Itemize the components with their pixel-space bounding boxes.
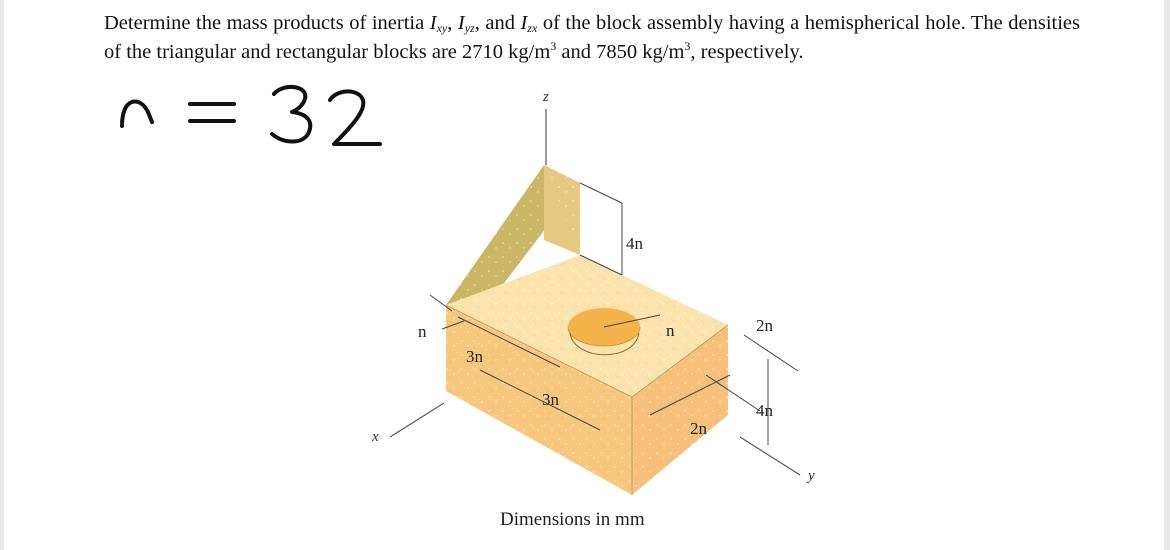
dim-2n-lower: 2n: [690, 419, 707, 438]
dim-4n-right: 4n: [756, 401, 773, 420]
y-axis-line: [739, 436, 801, 476]
x-axis-line: [389, 402, 445, 438]
dim-2n-right: 2n: [756, 316, 773, 335]
block-assembly-drawing: [389, 109, 801, 495]
viewer-right-edge: [1164, 0, 1170, 550]
dim-n-left: n: [418, 322, 427, 341]
y-axis-label: y: [808, 468, 815, 484]
figure-caption: Dimensions in mm: [500, 509, 645, 530]
dim-4n-top: 4n: [626, 234, 643, 253]
viewer-left-edge: [0, 0, 4, 550]
dim-n-hole: n: [666, 321, 675, 340]
problem-statement: Determine the mass products of inertia I…: [104, 12, 1080, 63]
handwritten-note: [120, 85, 382, 146]
dim-3n-lower: 3n: [542, 390, 559, 409]
x-axis-label: x: [372, 429, 379, 445]
dim-3n-upper: 3n: [466, 347, 483, 366]
block-assembly-figure: z x y 4n n 3n n 2n 3n 4n 2n: [360, 85, 820, 540]
z-axis-label: z: [543, 89, 549, 105]
